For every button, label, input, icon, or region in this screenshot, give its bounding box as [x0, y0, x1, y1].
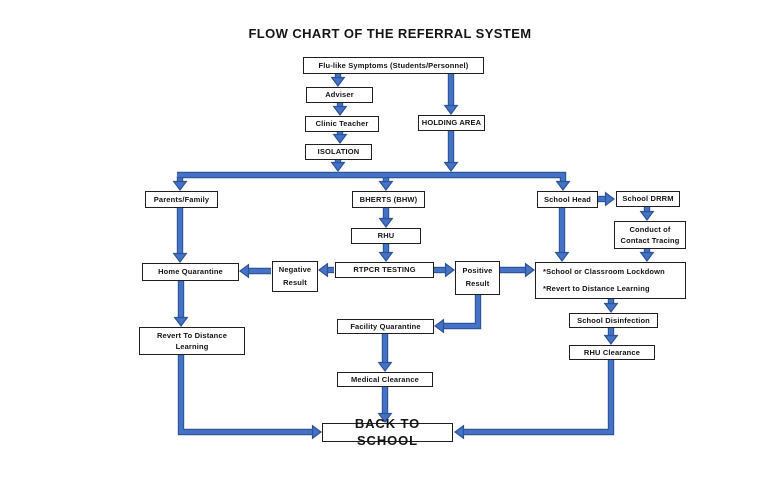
arrow-bherts-to-rhu — [378, 208, 394, 229]
arrow-flu-to-adviser — [330, 74, 346, 88]
node-positive-result: Positive Result — [455, 261, 500, 295]
node-negative-result: Negative Result — [272, 261, 318, 292]
arrow-flu-to-holding-area — [443, 73, 459, 116]
arrow-clinic-teacher-to-isolation — [332, 132, 348, 145]
arrow-rhu-clearance-to-back-to-school — [453, 360, 615, 440]
arrow-junction-trunk-to-school-head — [177, 171, 571, 192]
arrow-school-head-to-lockdown — [554, 208, 570, 263]
node-lockdown-distance-learning: *School or Classroom Lockdown *Revert to… — [535, 262, 686, 299]
node-school-drrm: School DRRM — [616, 191, 680, 207]
node-conduct-of-contact-tracing: Conduct of Contact Tracing — [614, 221, 686, 249]
arrow-school-disinfection-to-rhu-clearance — [603, 328, 619, 346]
node-revert-to-distance-learning: Revert To Distance Learning — [139, 327, 245, 355]
node-isolation: ISOLATION — [305, 144, 372, 160]
node-school-disinfection: School Disinfection — [569, 313, 658, 328]
arrow-adviser-to-clinic-teacher — [332, 103, 348, 117]
node-parents-family: Parents/Family — [145, 191, 218, 208]
arrow-facility-to-medical-clearance — [377, 334, 393, 373]
node-rhu: RHU — [351, 228, 421, 244]
node-flu-like-symptoms: Flu-like Symptoms (Students/Personnel) — [303, 57, 484, 74]
arrow-lockdown-to-school-disinfection — [603, 299, 619, 314]
node-holding-area: HOLDING AREA — [418, 115, 485, 131]
node-home-quarantine: Home Quarantine — [142, 263, 239, 281]
arrow-medical-clearance-to-back-to-school — [377, 387, 393, 424]
node-rhu-clearance: RHU Clearance — [569, 345, 655, 360]
node-facility-quarantine: Facility Quarantine — [337, 319, 434, 334]
arrow-holding-area-to-junction — [443, 131, 459, 173]
arrow-isolation-to-junction — [330, 160, 346, 173]
node-medical-clearance: Medical Clearance — [337, 372, 433, 387]
arrow-rtpcr-to-positive-result — [434, 262, 456, 278]
node-bherts: BHERTS (BHW) — [352, 191, 425, 208]
arrow-positive-result-to-lockdown — [500, 262, 536, 278]
arrow-parents-family-to-home-quarantine — [172, 208, 188, 264]
arrow-positive-result-to-facility — [433, 295, 482, 334]
node-rtpcr-testing: RTPCR TESTING — [335, 262, 434, 278]
page-title: FLOW CHART OF THE REFERRAL SYSTEM — [248, 26, 532, 41]
node-clinic-teacher: Clinic Teacher — [305, 116, 379, 132]
node-adviser: Adviser — [306, 87, 373, 103]
arrow-school-drrm-to-conduct — [639, 207, 655, 222]
node-back-to-school: BACK TO SCHOOL — [322, 416, 453, 448]
arrow-revert-to-back-to-school — [177, 355, 323, 440]
arrow-rtpcr-to-negative-result — [317, 262, 334, 278]
arrow-home-quarantine-to-revert — [173, 281, 189, 328]
arrow-rhu-to-rtpcr — [378, 244, 394, 263]
arrow-conduct-to-lockdown — [639, 249, 655, 263]
arrow-negative-result-to-home-quarantine — [238, 263, 271, 279]
arrow-school-head-to-school-drrm — [598, 191, 616, 207]
node-school-head: School Head — [537, 191, 598, 208]
